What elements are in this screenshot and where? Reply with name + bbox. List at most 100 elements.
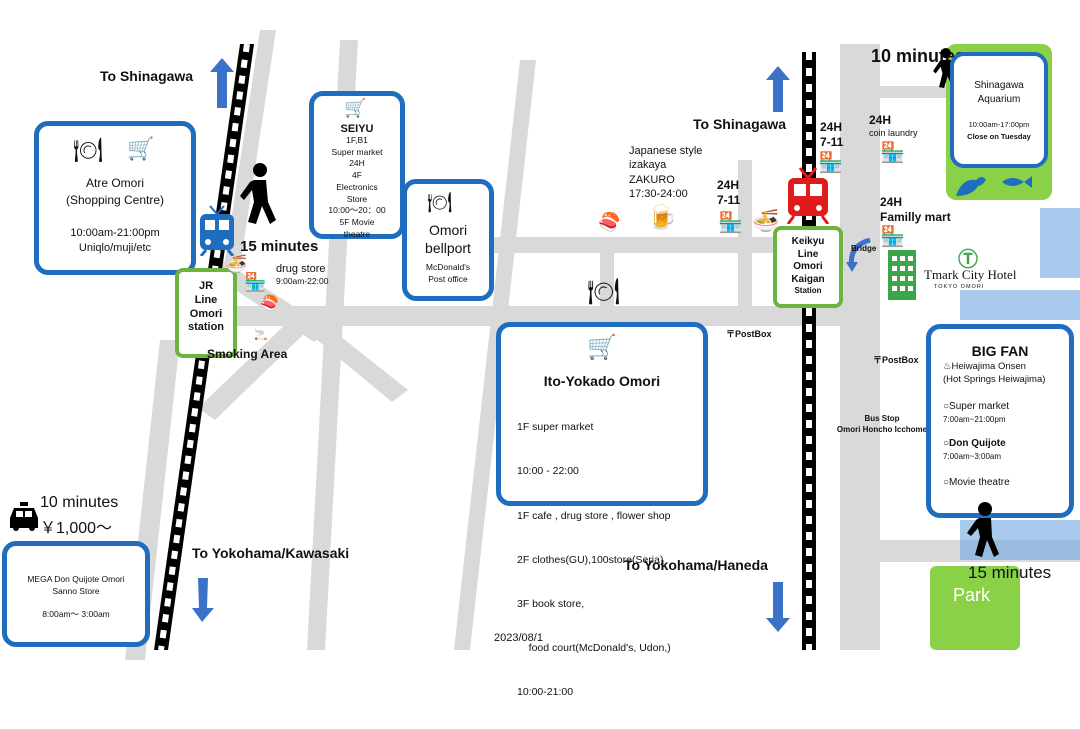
cigarette-icon: 🚬 xyxy=(254,329,268,341)
taxi-time: 10 minutes xyxy=(40,494,119,511)
walking-person-icon xyxy=(238,162,278,241)
bus-stop-label: Bus Stop Omori Honcho Icchome xyxy=(836,414,928,436)
water-band-2 xyxy=(960,290,1080,320)
ito-yokado-line: 10:00 - 22:00 xyxy=(517,465,579,478)
restaurant-icon: 🍽 xyxy=(587,276,621,306)
jr-station-line: Line xyxy=(194,293,218,306)
shopping-cart-icon: 🛒 xyxy=(587,334,617,361)
big-fan-supermarket: ○Super market xyxy=(943,401,1010,412)
shop-icon: 🏪 xyxy=(880,226,905,248)
izakaya-line: Japanese style xyxy=(629,145,703,157)
jr-station-line: Omori xyxy=(189,307,223,320)
atre-subtitle: (Shopping Centre) xyxy=(65,193,165,207)
izakaya-line: izakaya xyxy=(629,159,667,172)
postbox-1: 〒PostBox xyxy=(726,329,772,339)
sushi-icon: 🍣 xyxy=(598,212,621,232)
atre-omori-box[interactable]: 🍽 🛒 Atre Omori (Shopping Centre) 10:00am… xyxy=(34,121,196,275)
family-mart-name: Familly mart xyxy=(880,210,951,224)
seiyu-line: Super market xyxy=(331,146,383,157)
aquarium-name-2: Aquarium xyxy=(977,94,1021,105)
ito-yokado-name: Ito-Yokado Omori xyxy=(543,373,661,389)
keikyu-omori-kaigan-station[interactable]: Keikyu Line Omori Kaigan Station xyxy=(773,226,843,308)
arrow-down-right xyxy=(766,582,790,632)
label-to-yokohama-haneda: To Yokohama/Haneda xyxy=(624,557,768,573)
atre-name: Atre Omori xyxy=(85,176,144,190)
seiyu-box[interactable]: 🛒 SEIYU 1F,B1 Super market 24H 4F Electr… xyxy=(309,91,405,239)
drugstore-name: drug store xyxy=(276,263,326,275)
izakaya-label: Japanese style izakaya ZAKURO 17:30-24:0… xyxy=(629,144,702,201)
mega-donki-box[interactable]: MEGA Don Quijote Omori Sanno Store 8:00a… xyxy=(2,541,150,647)
walk-time-jr: 15 minutes xyxy=(240,238,319,255)
keikyu-station-line: Omori xyxy=(793,261,823,272)
taxi-fare: ￥1,000～ xyxy=(40,520,113,537)
seiyu-details: 1F,B1 Super market 24H 4F Electronics St… xyxy=(314,135,400,240)
walking-person-icon xyxy=(966,502,1000,569)
mega-donki-line-1: MEGA Don Quijote Omori xyxy=(27,574,125,584)
seven-eleven-2-name: 7-11 xyxy=(820,135,844,149)
ito-yokado-line: 1F super market xyxy=(517,421,594,434)
seiyu-name: SEIYU xyxy=(340,123,374,135)
coin-laundry-name: coin laundry xyxy=(869,128,918,138)
ito-yokado-line: 3F book store, xyxy=(517,597,585,610)
keikyu-train-icon xyxy=(786,166,830,225)
keikyu-rail xyxy=(802,52,816,650)
seiyu-line: Electronics xyxy=(336,181,378,192)
ito-yokado-box[interactable]: 🛒 Ito-Yokado Omori 1F super market 10:00… xyxy=(496,322,708,698)
road-diagonal-ne xyxy=(198,320,308,420)
family-mart-hours: 24H xyxy=(880,195,903,209)
arrow-up-right xyxy=(766,66,790,112)
aquarium-box[interactable]: Shinagawa Aquarium 10:00am-17:00pm Close… xyxy=(950,52,1048,168)
big-fan-movie: ○Movie theatre xyxy=(943,477,1010,488)
seven-eleven-hours: 24H xyxy=(717,178,740,192)
big-fan-onsen-1: ♨Heiwajima Onsen xyxy=(943,361,1026,372)
seiyu-line: 24H xyxy=(349,158,365,169)
seiyu-line: 4F xyxy=(352,170,362,181)
ito-yokado-line: 10:00-21:00 xyxy=(517,685,574,698)
jr-train-icon xyxy=(198,204,236,257)
hotel-building-icon xyxy=(886,248,918,300)
jr-omori-station[interactable]: JR Line Omori station xyxy=(175,268,237,358)
keikyu-station-label: Keikyu Line Omori Kaigan Station xyxy=(777,236,839,296)
map-date: 2023/08/1 xyxy=(494,632,543,644)
shopping-cart-icon: 🛒 xyxy=(127,136,155,161)
shopping-cart-icon: 🛒 xyxy=(344,98,367,118)
bridge-label: Bridge xyxy=(851,244,877,253)
seiyu-line: theatre xyxy=(343,228,371,239)
arrow-down-left xyxy=(192,578,214,622)
road-east-top xyxy=(880,86,950,98)
sushi-icon: 🍣 xyxy=(260,295,279,312)
bellport-box[interactable]: 🍽 Omori bellport McDonald's Post office xyxy=(402,179,494,301)
road-east-west-main xyxy=(220,306,850,326)
ito-yokado-line: 2F clothes(GU),100store(Seria) xyxy=(517,553,664,566)
ito-yokado-line: food court(McDonald's, Udon,) xyxy=(517,641,671,654)
seiyu-line: 1F,B1 xyxy=(346,135,368,145)
bus-stop-line-1: Bus Stop xyxy=(864,414,900,423)
aquarium-closed: Close on Tuesday xyxy=(967,132,1031,141)
keikyu-station-line: Keikyu xyxy=(791,236,825,247)
seven-eleven-2-hours: 24H xyxy=(820,120,843,134)
beer-icon: 🍺 xyxy=(647,204,677,231)
big-fan-donki: ○Don Quijote xyxy=(943,438,1006,449)
label-to-yokohama-kawasaki: To Yokohama/Kawasaki xyxy=(192,545,350,561)
drugstore-hours: 9:00am-22:00 xyxy=(276,276,329,286)
road-east-main xyxy=(840,44,880,650)
big-fan-donki-hours: 7:00am~3:00am xyxy=(943,452,1002,461)
hotel-logo: Ⓣ Tmark City Hotel TOKYO OMORI xyxy=(920,243,1020,295)
road-central-diagonal xyxy=(454,60,536,650)
direction-arrows xyxy=(192,58,790,632)
shop-icon: 🏪 xyxy=(718,212,743,234)
big-fan-box[interactable]: BIG FAN ♨Heiwajima Onsen (Hot Springs He… xyxy=(926,324,1074,518)
ito-yokado-details: 1F super market 10:00 - 22:00 1F cafe , … xyxy=(517,391,671,729)
jr-station-line: station xyxy=(187,321,225,334)
restaurant-icon: 🍽 xyxy=(73,137,104,164)
bellport-line-2: Post office xyxy=(428,274,468,284)
restaurant-icon: 🍽 xyxy=(427,192,453,214)
label-to-shinagawa-left: To Shinagawa xyxy=(100,68,194,84)
seiyu-line: Store xyxy=(346,193,368,204)
atre-shops: Uniqlo/muji/etc xyxy=(78,242,152,254)
izakaya-line: 17:30-24:00 xyxy=(629,187,688,200)
hotel-name: Tmark City Hotel xyxy=(924,267,1017,282)
bellport-name-1: Omori xyxy=(428,222,468,238)
bowl-icon: 🍜 xyxy=(225,254,248,274)
park-label: Park xyxy=(953,585,991,605)
